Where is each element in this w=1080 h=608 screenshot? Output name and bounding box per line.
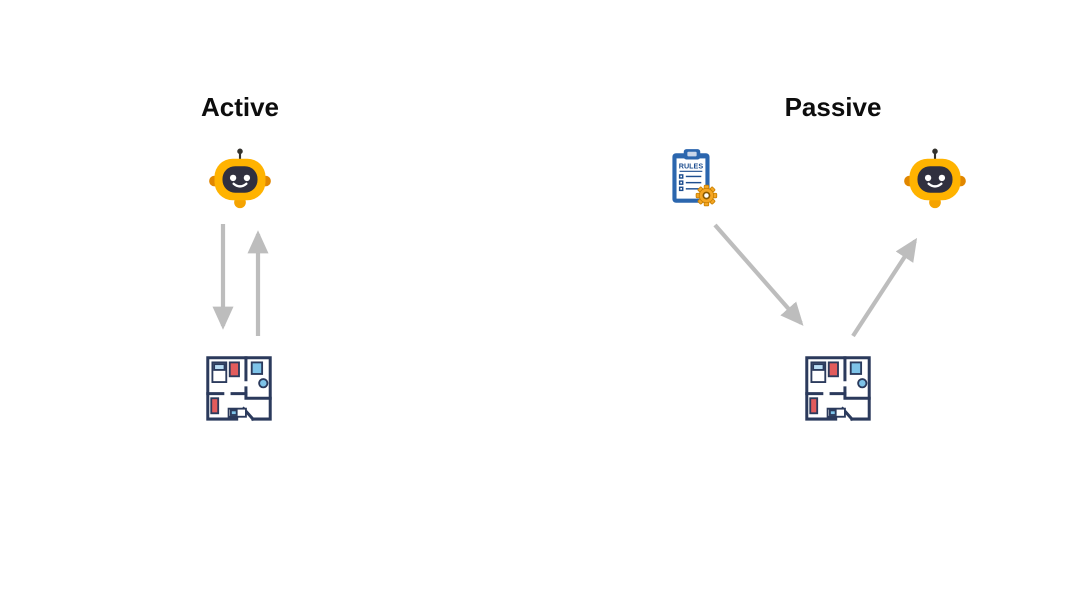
active-section-title: Active bbox=[200, 92, 280, 122]
floor-plan-icon-svg bbox=[206, 356, 272, 422]
robot-icon-svg bbox=[209, 148, 271, 209]
passive-section-title: Passive bbox=[784, 92, 882, 122]
floor-plan-icon bbox=[801, 350, 875, 428]
robot-icon-svg bbox=[904, 148, 966, 209]
robot-icon bbox=[206, 146, 274, 214]
gear-icon bbox=[695, 184, 718, 207]
robot-icon bbox=[901, 146, 969, 214]
floorplan-to-robot-arrow bbox=[851, 237, 918, 338]
rules-clipboard-icon: RULES bbox=[659, 142, 725, 214]
floor-plan-icon-svg bbox=[805, 356, 871, 422]
floor-plan-icon bbox=[202, 350, 276, 428]
rules-clipboard-icon-svg: RULES bbox=[672, 149, 718, 207]
rules-label: RULES bbox=[679, 162, 704, 171]
rules-to-floorplan-arrow bbox=[713, 223, 804, 326]
